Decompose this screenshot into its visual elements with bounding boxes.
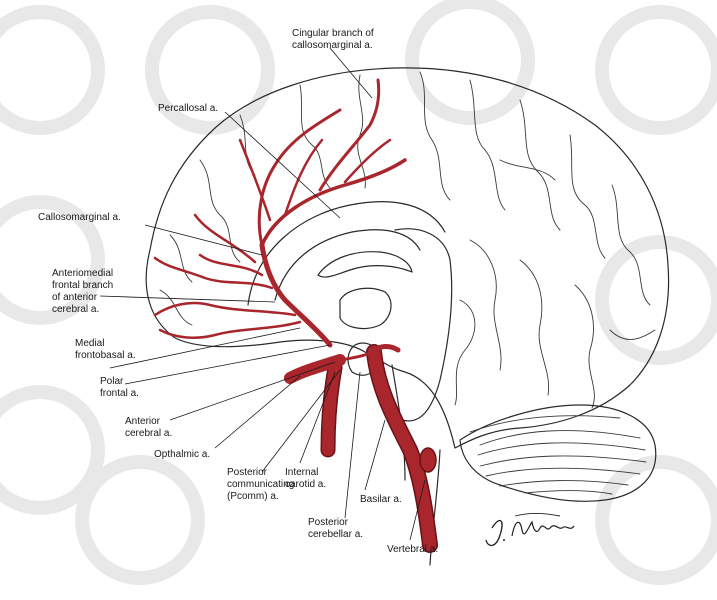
label-posterior-cerebellar: Posterior cerebellar a. xyxy=(308,517,363,540)
artist-signature xyxy=(485,512,575,547)
label-polar-frontal: Polar frontal a. xyxy=(100,376,139,399)
label-cingular-branch: Cingular branch of callosomarginal a. xyxy=(292,28,377,51)
vertebral-artery xyxy=(367,345,437,552)
label-anterior-cerebral: Anterior cerebral a. xyxy=(125,416,172,439)
label-medial-frontobasal: Medial frontobasal a. xyxy=(75,338,136,361)
label-percallosal: Percallosal a. xyxy=(158,103,218,114)
watermark xyxy=(0,0,717,585)
label-posterior-communicating: Posterior communicating (Pcomm) a. xyxy=(227,467,297,502)
label-basilar: Basilar a. xyxy=(360,494,402,505)
arterial-tree xyxy=(153,78,438,553)
leader-lines xyxy=(99,47,426,541)
labels: Cingular branch of callosomarginal a. Pe… xyxy=(38,28,438,555)
label-anteriomedial: Anteriomedial frontal branch of anterior… xyxy=(52,268,116,315)
label-internal-carotid: Internal carotid a. xyxy=(285,467,326,490)
cerebellum xyxy=(459,404,657,502)
label-opthalmic: Opthalmic a. xyxy=(154,449,210,460)
brain-hemisphere xyxy=(145,67,670,566)
label-vertebral: Vertebral a. xyxy=(387,544,438,555)
label-callosomarginal: Callosomarginal a. xyxy=(38,212,121,223)
